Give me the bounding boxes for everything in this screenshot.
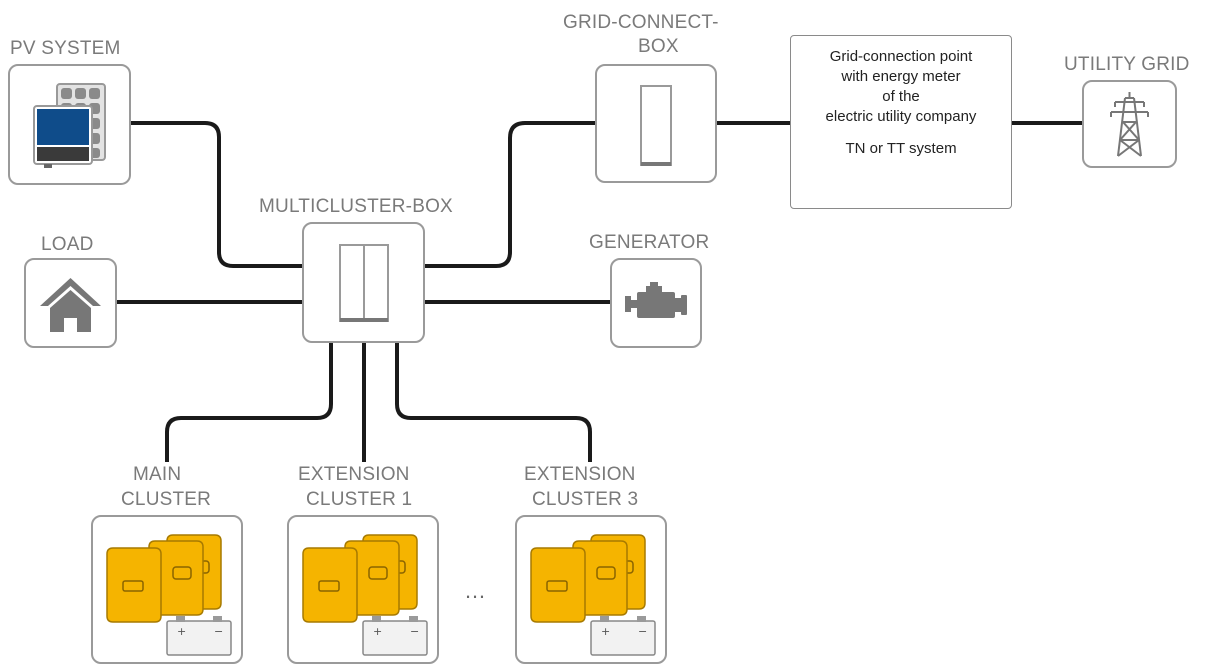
- pv-inverter-icon: [33, 83, 106, 168]
- load-box[interactable]: [24, 258, 117, 348]
- cabinet-double-icon: [339, 244, 389, 322]
- utility-grid-box[interactable]: [1082, 80, 1177, 168]
- grid-connect-box-label-line1: GRID-CONNECT-: [563, 12, 719, 33]
- extension-cluster-1-box[interactable]: + −: [287, 515, 439, 664]
- multicluster-box-label: MULTICLUSTER-BOX: [259, 196, 453, 217]
- battery-icon: + −: [590, 616, 656, 656]
- main-cluster-label-line1: MAIN: [133, 464, 182, 485]
- grid-connect-box[interactable]: [595, 64, 717, 183]
- grid-point-line1: Grid-connection point: [829, 48, 973, 65]
- multicluster-box[interactable]: [302, 222, 425, 343]
- svg-text:−: −: [638, 625, 647, 638]
- battery-icon: + −: [362, 616, 428, 656]
- grid-connection-point-box[interactable]: Grid-connection point with energy meter …: [790, 35, 1012, 209]
- extension-cluster-3-label-line2: CLUSTER 3: [532, 489, 639, 510]
- cabinet-icon: [640, 85, 672, 166]
- grid-point-line3: of the: [882, 88, 920, 105]
- grid-point-line2: with energy meter: [841, 68, 961, 85]
- extension-cluster-1-label-line2: CLUSTER 1: [306, 489, 413, 510]
- pv-system-label: PV SYSTEM: [10, 38, 121, 59]
- grid-connect-box-label-line2: BOX: [638, 36, 679, 57]
- power-pylon-icon: [1110, 92, 1149, 157]
- main-cluster-label-line2: CLUSTER: [121, 489, 212, 510]
- main-cluster-box[interactable]: + −: [91, 515, 243, 664]
- engine-icon: [625, 282, 687, 318]
- pv-system-box[interactable]: [8, 64, 131, 185]
- extension-cluster-3-box[interactable]: + −: [515, 515, 667, 664]
- battery-icon: + −: [166, 616, 232, 656]
- sunny-island-inverter-icon: [302, 534, 418, 623]
- extension-cluster-3-label-line1: EXTENSION: [524, 464, 636, 485]
- grid-point-line4: electric utility company: [825, 108, 977, 125]
- utility-grid-label: UTILITY GRID: [1064, 54, 1190, 75]
- load-label: LOAD: [41, 234, 94, 255]
- svg-text:+: +: [373, 625, 382, 638]
- sunny-island-inverter-icon: [106, 534, 222, 623]
- generator-box[interactable]: [610, 258, 702, 348]
- svg-text:−: −: [410, 625, 419, 638]
- sunny-island-inverter-icon: [530, 534, 646, 623]
- grid-point-system: TN or TT system: [845, 140, 957, 157]
- generator-label: GENERATOR: [589, 232, 710, 253]
- extension-cluster-1-label-line1: EXTENSION: [298, 464, 410, 485]
- more-clusters-ellipsis: …: [464, 578, 486, 603]
- house-icon: [40, 278, 101, 332]
- svg-text:+: +: [177, 625, 186, 638]
- svg-text:−: −: [214, 625, 223, 638]
- svg-text:+: +: [601, 625, 610, 638]
